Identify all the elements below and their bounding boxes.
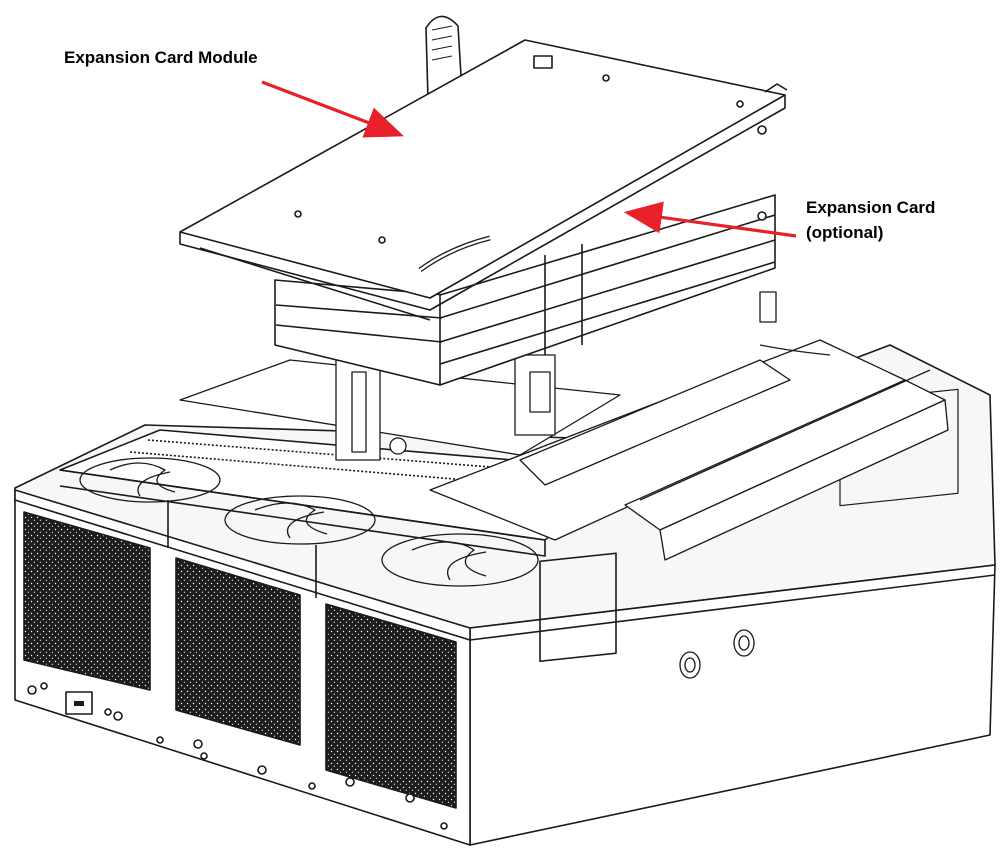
- interior-right: [429, 291, 949, 679]
- filter-right: [325, 603, 457, 809]
- callout-expansion-card-module: Expansion Card Module: [64, 46, 258, 71]
- grommet-icon: [679, 629, 755, 679]
- arrow-module: [261, 80, 404, 138]
- front-filters: [23, 511, 457, 830]
- callout-card-line1: Expansion Card: [806, 198, 936, 217]
- fan-icon: [79, 457, 539, 587]
- arrow-card: [623, 201, 797, 238]
- callout-expansion-card: Expansion Card (optional): [806, 196, 935, 245]
- expansion-card-module: [179, 15, 788, 386]
- callout-arrows: [261, 80, 797, 238]
- filter-center: [175, 557, 301, 746]
- module-handle: [425, 15, 463, 101]
- screw-icon: [27, 682, 448, 830]
- filter-left: [23, 511, 151, 691]
- callout-module-text: Expansion Card Module: [64, 48, 258, 67]
- motherboard-area: [179, 354, 621, 461]
- callout-card-line2: (optional): [806, 222, 884, 242]
